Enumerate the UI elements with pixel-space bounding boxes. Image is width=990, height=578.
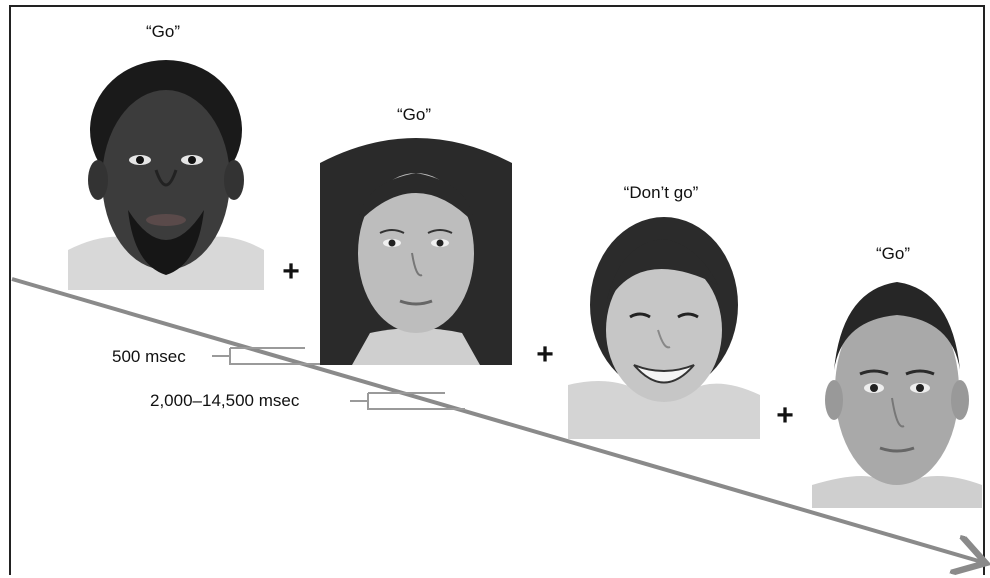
face-male-1	[68, 50, 264, 290]
fixation-cross-2: +	[536, 338, 554, 371]
stimulus-duration-label: 500 msec	[112, 347, 186, 366]
trial-1-caption: “Go”	[146, 22, 180, 41]
face-female-1	[320, 133, 512, 365]
figure-frame	[9, 5, 985, 575]
face-male-2	[812, 270, 982, 508]
fixation-cross-1: +	[282, 255, 300, 288]
trial-3-caption: “Don’t go”	[623, 183, 699, 202]
trial-2-caption: “Go”	[397, 105, 431, 124]
interval-duration-label: 2,000–14,500 msec	[150, 391, 300, 410]
trial-4-caption: “Go”	[876, 244, 910, 263]
fixation-cross-3: +	[776, 399, 794, 432]
face-female-2	[568, 205, 760, 439]
